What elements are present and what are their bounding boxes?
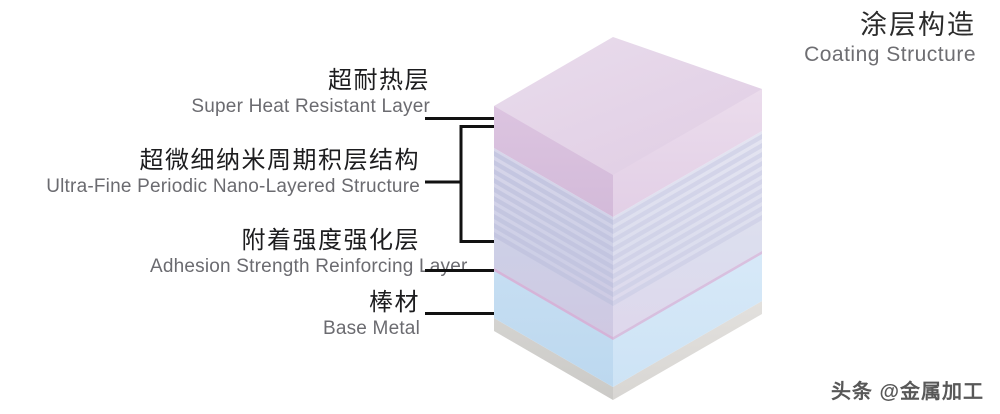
label-adhesion-strength-reinforcing-layer: 附着强度强化层 Adhesion Strength Reinforcing La… [150, 227, 468, 277]
label-en-text: Ultra-Fine Periodic Nano-Layered Structu… [46, 175, 420, 197]
label-ultra-fine-periodic-nano-layered-structure: 超微细纳米周期积层结构 Ultra-Fine Periodic Nano-Lay… [0, 147, 420, 197]
label-en-text: Super Heat Resistant Layer [191, 95, 430, 117]
leader-line-adhesion-strength-reinforcing-layer [425, 269, 497, 272]
page-title: 涂层构造 Coating Structure [804, 10, 976, 67]
label-cn-text: 棒材 [369, 289, 420, 316]
page-title-cn: 涂层构造 [860, 10, 976, 40]
layered-block-diagram [470, 20, 780, 414]
leader-line-base-metal [425, 312, 497, 315]
label-en-text: Adhesion Strength Reinforcing Layer [150, 255, 468, 277]
leader-line-super-heat-resistant-layer [425, 117, 497, 120]
label-cn-text: 超耐热层 [328, 67, 430, 94]
layer-super-heat-resistant-layer [494, 37, 762, 217]
layer-base-metal [494, 301, 762, 400]
bracket-ultra-fine-periodic-nano-layered-structure [423, 124, 497, 244]
label-cn-text: 附着强度强化层 [241, 227, 420, 254]
label-super-heat-resistant-layer: 超耐热层 Super Heat Resistant Layer [120, 67, 430, 117]
label-cn-text: 超微细纳米周期积层结构 [139, 147, 420, 174]
watermark: 头条 @金属加工 [830, 381, 984, 403]
layer-ultra-fine-periodic-nano-layered-structure [494, 131, 762, 337]
page-title-en: Coating Structure [804, 43, 976, 67]
nano-stripes-right [613, 134, 762, 307]
label-base-metal: 棒材 Base Metal [230, 289, 420, 339]
label-en-text: Base Metal [322, 317, 420, 339]
